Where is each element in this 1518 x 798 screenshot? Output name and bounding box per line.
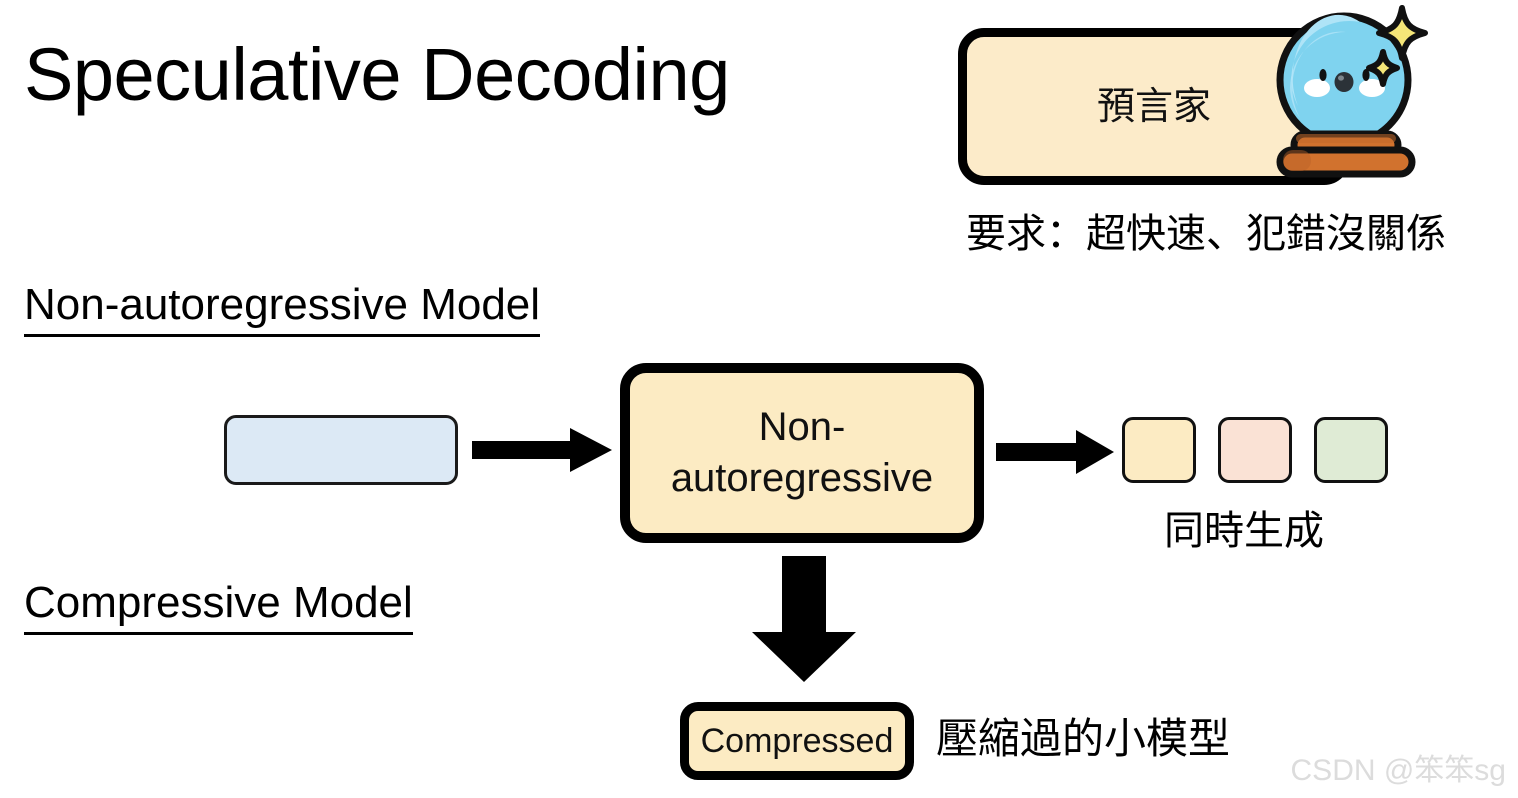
non-autoregressive-model-label: Non- autoregressive [670, 405, 934, 500]
compressed-model-caption: 壓縮過的小模型 [936, 715, 1231, 762]
output-token-3 [1314, 417, 1388, 483]
output-token-group [1122, 417, 1388, 483]
requirement-caption: 要求：超快速、犯錯沒關係 [966, 212, 1446, 256]
simultaneous-generation-caption: 同時生成 [1164, 509, 1324, 553]
prophet-callout-label: 預言家 [1096, 86, 1211, 128]
input-sequence-box [224, 415, 458, 485]
non-autoregressive-model-box: Non- autoregressive [620, 363, 984, 543]
output-token-1 [1122, 417, 1196, 483]
crystal-ball-icon [1276, 5, 1428, 178]
arrow-right-icon [996, 430, 1114, 474]
arrow-right-icon [472, 428, 612, 472]
compressed-model-box: Compressed [680, 702, 914, 780]
output-token-2 [1218, 417, 1292, 483]
arrow-down-icon [752, 556, 856, 682]
compressed-model-label: Compressed [700, 722, 894, 760]
section-heading-non-autoregressive: Non-autoregressive Model [24, 278, 541, 337]
watermark: CSDN @笨笨sg [1290, 754, 1506, 787]
section-heading-compressive: Compressive Model [24, 576, 413, 635]
page-title: Speculative Decoding [24, 33, 730, 116]
